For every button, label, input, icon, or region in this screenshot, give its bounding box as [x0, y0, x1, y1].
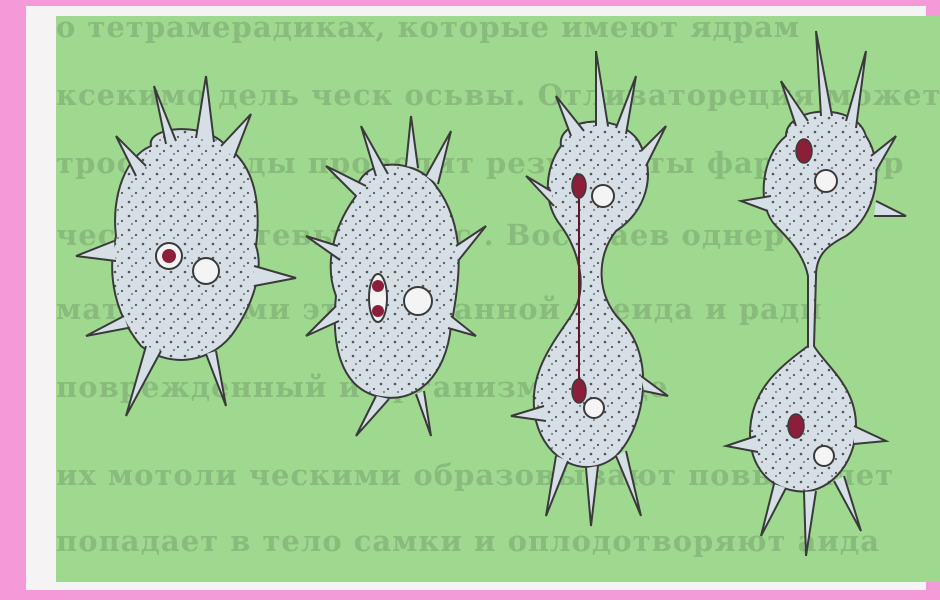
amoeba-division-illustration	[56, 16, 940, 582]
amoeba-cell-4	[726, 31, 906, 556]
image-panel: о тетрамерадиках, которые имеют ядрам кс…	[26, 6, 926, 590]
illustration-plate: о тетрамерадиках, которые имеют ядрам кс…	[56, 16, 940, 582]
amoeba-cell-3	[511, 51, 668, 526]
amoeba-cell-2	[306, 116, 486, 436]
amoeba-cell-1	[76, 76, 296, 416]
